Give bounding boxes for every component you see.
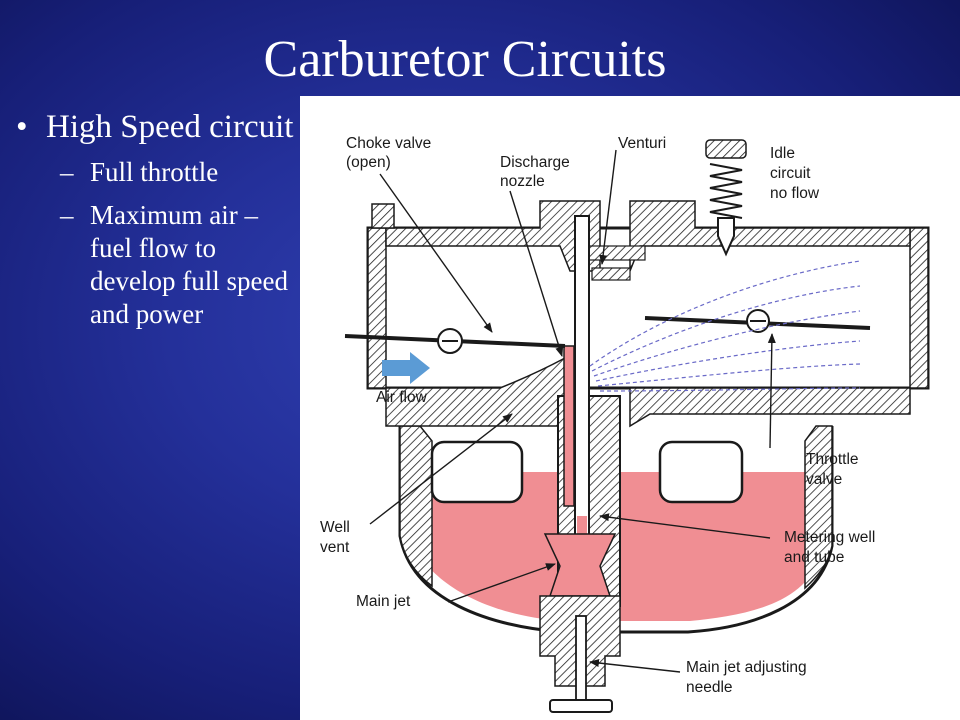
idle-screw-head — [705, 139, 747, 159]
dash-glyph: – — [60, 157, 74, 187]
label-main-jet: Main jet — [356, 593, 411, 610]
adjusting-needle — [575, 615, 587, 707]
float-left — [430, 440, 524, 504]
label-venturi: Venturi — [618, 135, 666, 152]
float-bowl-hatch-right — [804, 425, 833, 590]
slide-title: Carburetor Circuits — [263, 31, 667, 88]
sub-bullet-2: – Maximum air – fuel flow to develop ful… — [14, 199, 294, 331]
label-choke-valve: Choke valve(open) — [346, 135, 431, 171]
dash-glyph: – — [60, 200, 74, 230]
right-flange — [909, 227, 929, 389]
sub-bullet-1-text: Full throttle — [90, 157, 219, 187]
top-casting-left — [385, 200, 601, 272]
venturi-block-top — [584, 245, 646, 261]
float-bowl — [398, 426, 834, 634]
bullet-glyph: • — [16, 109, 28, 145]
air-flow-arrow — [382, 352, 430, 384]
idle-screw-spring — [709, 163, 743, 219]
bullet-list: • High Speed circuit – Full throttle – M… — [14, 108, 294, 331]
float-right — [658, 440, 744, 504]
label-air-flow: Air flow — [376, 389, 428, 406]
top-casting-right — [629, 200, 911, 272]
air-horn-body — [366, 226, 930, 390]
top-fitting — [371, 203, 395, 229]
fuel-spray — [589, 260, 861, 392]
leader-lines — [369, 149, 776, 673]
discharge-nozzle — [563, 345, 575, 507]
sub-bullet-1: – Full throttle — [14, 156, 294, 189]
idle-screw-tip — [717, 217, 735, 257]
float-bowl-hatch-left — [399, 425, 433, 588]
venturi-block-mid — [591, 267, 631, 281]
needle-knob — [549, 699, 613, 713]
sub-bullet-2-text: Maximum air – fuel flow to develop full … — [90, 200, 288, 329]
lower-casting-right — [629, 387, 911, 428]
bullet-main: • High Speed circuit — [14, 108, 294, 146]
bullet-main-text: High Speed circuit — [46, 109, 294, 145]
